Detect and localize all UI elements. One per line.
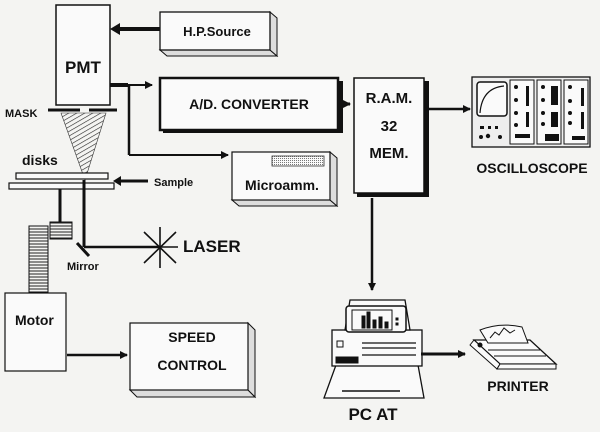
arrow-sample [113, 176, 121, 186]
lower-disk [8, 182, 115, 190]
light-cone [60, 112, 107, 181]
mirror-icon [75, 241, 91, 258]
microammeter-block: Microamm. [230, 150, 339, 208]
speed-control-block: SPEED CONTROL [128, 321, 257, 399]
laser-label: LASER [183, 237, 241, 256]
pc-at-label: PC AT [348, 405, 398, 424]
sample-label: Sample [154, 177, 193, 189]
pc-at-icon [323, 299, 425, 399]
small-gear [49, 221, 73, 240]
printer-label: PRINTER [487, 378, 548, 394]
hp-source-block: H.P.Source [158, 10, 279, 58]
mask-label: MASK [5, 108, 37, 120]
ram-label-line1: R.A.M. [366, 90, 413, 107]
disks-label: disks [22, 152, 58, 168]
mirror-label: Mirror [67, 261, 100, 273]
arrowhead [110, 23, 120, 35]
speed-label-line1: SPEED [168, 329, 215, 345]
motor-label: Motor [15, 312, 54, 328]
oscilloscope-icon [471, 76, 591, 148]
laser-icon [143, 227, 178, 268]
microammeter-label: Microamm. [245, 177, 319, 193]
ad-converter-label: A/D. CONVERTER [189, 96, 309, 112]
hp-source-label: H.P.Source [183, 24, 251, 39]
ad-converter-block: A/D. CONVERTER [158, 76, 343, 133]
pmt-block: PMT [55, 4, 111, 106]
large-gear [28, 225, 49, 293]
motor-block: Motor [4, 292, 67, 372]
meter-display [271, 155, 325, 167]
upper-disk [15, 172, 109, 180]
ram-label-line3: MEM. [369, 145, 408, 162]
speed-label-line2: CONTROL [157, 357, 227, 373]
oscilloscope-label: OSCILLOSCOPE [476, 160, 587, 176]
pmt-label: PMT [65, 58, 102, 77]
ram-block: R.A.M. 32 MEM. [353, 77, 429, 197]
ram-label-line2: 32 [381, 118, 398, 135]
printer-icon [469, 324, 558, 370]
